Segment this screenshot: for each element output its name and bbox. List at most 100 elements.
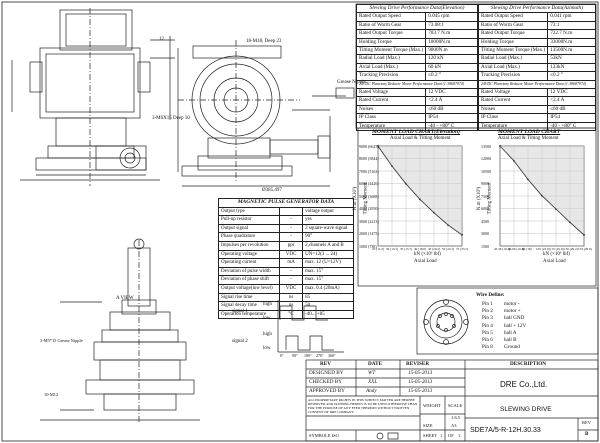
mag-param: Operation temperature <box>217 309 281 320</box>
tb-date-label: DATE <box>368 361 383 367</box>
x-tick: 30 (13.5) <box>386 247 399 251</box>
motor-value: <2.4 A <box>425 96 478 106</box>
signal2-label: signal 2 <box>232 339 248 344</box>
mag-row: Deviation of phase shift-max. 15° <box>217 275 354 285</box>
motor-label: IP Class <box>477 113 549 123</box>
perf-row: Axial Load (Max.)133kN <box>477 62 596 73</box>
mag-unit: ns <box>279 292 304 303</box>
tb-sheet-value: 1 <box>440 433 443 438</box>
tb-designed-by: DESIGNED BY <box>309 370 344 376</box>
perf-value: 120 kN <box>425 54 478 64</box>
x-tick: 46.06 (10.4) <box>508 247 525 251</box>
motor-label: Rated Voltage <box>477 88 549 98</box>
motor-value: 12 VDC <box>547 88 596 98</box>
mag-unit: mA <box>279 258 304 268</box>
motor-row: Rated Current<2.4 A <box>355 96 478 106</box>
perf-title: Slewing Drive Performance Data(Azimuth) <box>478 3 596 14</box>
x-tick: 45 (20.2) <box>428 247 441 251</box>
mag-value: 90° <box>302 232 354 242</box>
wire-pin: Pin 2 <box>482 308 493 315</box>
tb-rev-col: REV <box>582 420 591 425</box>
motor-value: 12 VDC <box>425 88 478 98</box>
mag-unit: - <box>279 215 304 225</box>
y-tick: 1000 (738) <box>359 243 377 249</box>
note-grease-nipple: Grease Nipple <box>337 80 366 85</box>
x-tick: 133 (29.9) <box>578 247 592 251</box>
angle-tick: 90° <box>292 353 298 358</box>
tb-company: DRE Co.,Ltd. <box>500 380 548 389</box>
y-tick: 12000 <box>481 156 491 161</box>
mag-param: Deviation of phase shift <box>217 275 281 285</box>
mag-value: 50 <box>302 301 354 311</box>
wire-function: hall + 12V <box>504 322 527 329</box>
mag-param: Phase quadrature <box>217 232 281 242</box>
mag-unit: ppr <box>279 240 304 251</box>
perf-row: Tracking Precision≤0.2 ° <box>355 71 478 81</box>
tb-approved-by: APPROVED BY <box>309 388 345 394</box>
angle-tick: 0° <box>280 353 284 358</box>
perf-row: Radial Load (Max.)120 kN <box>355 54 478 64</box>
perf-row: Tracking Precision≤0.2 ° <box>477 71 596 81</box>
wire-pin: Pin 6 <box>482 337 493 343</box>
tb-of-value: 1 <box>458 433 461 438</box>
tb-size-label: SIZE <box>423 423 433 428</box>
mag-unit: VDC <box>279 249 304 260</box>
y-tick: 2000 (1475) <box>359 231 379 236</box>
y-tick: 6000 (4426) <box>359 181 379 186</box>
chart-azi-subtitle: Axial Load & Tilting Moment <box>498 136 559 141</box>
perf-value: 10000N.m <box>425 37 478 48</box>
motor-label: Temperature <box>355 121 427 132</box>
mag-unit <box>279 206 304 217</box>
dim-width: Ø385.497 <box>262 188 282 193</box>
perf-label: Tracking Precision <box>355 71 427 81</box>
mag-value: -40... +85 <box>302 309 354 320</box>
x-tick: 40 (18.0) <box>414 247 427 251</box>
tb-rev-value: B <box>585 432 589 437</box>
perf-value: 0.041 rpm <box>547 12 596 22</box>
perf-value: ≤0.2 ° <box>547 71 596 81</box>
perf-label: Holding Torque <box>477 37 549 48</box>
chart-azi-xlabel: kN (×10³ lbf) <box>543 252 570 257</box>
dim-12: 12 <box>159 37 164 42</box>
wire-function: motor - <box>504 301 520 307</box>
y-tick: 3000 (2213) <box>359 218 379 224</box>
mag-unit: - <box>279 232 304 242</box>
perf-label: Tracking Precision <box>477 71 549 81</box>
mag-param: Deviation of pulse width <box>217 266 281 277</box>
motor-label: Rated Current <box>355 96 427 106</box>
mag-param: Output voltage(low level) <box>217 283 281 294</box>
motor-value: -40 - +80° C <box>425 121 478 132</box>
motor-label: Rated Voltage <box>355 88 427 98</box>
mag-param: Pull-up resistor <box>217 215 281 225</box>
mag-unit: VDC <box>279 283 304 294</box>
perf-label: Radial Load (Max.) <box>355 54 427 64</box>
mag-value: UN=12(3 ... 24) <box>302 249 354 260</box>
y-tick: 7000 (5163) <box>359 168 379 174</box>
chart-elev-subtitle: Axial Load & Tilting Moment <box>390 136 451 141</box>
tb-checker: XXL <box>368 379 378 385</box>
tb-part-name: SLEWING DRIVE <box>500 406 552 413</box>
motor-value: IP54 <box>425 113 478 123</box>
mag-unit: ns <box>279 301 304 311</box>
tb-approver: Andy <box>366 388 377 394</box>
tb-of-label: OF <box>448 433 454 438</box>
signal1-low: low <box>263 316 271 321</box>
angle-tick: 180° <box>304 353 312 358</box>
tb-scale-value: 1:6.5 <box>451 415 461 420</box>
performance-azimuth-table: Slewing Drive Performance Data(Azimuth)R… <box>477 3 596 132</box>
mag-unit: - <box>279 223 304 234</box>
mag-row: Pull-up resistor-yes <box>217 215 354 225</box>
x-tick: 115 (25.9) <box>550 247 564 251</box>
load-region <box>500 146 584 235</box>
chart-azimuth <box>499 145 585 247</box>
y-tick: 10500 <box>481 168 491 174</box>
y-tick: 6000 <box>481 206 489 211</box>
tb-date2: 15-05-2013 <box>408 379 433 385</box>
mag-value: yes <box>302 215 354 225</box>
